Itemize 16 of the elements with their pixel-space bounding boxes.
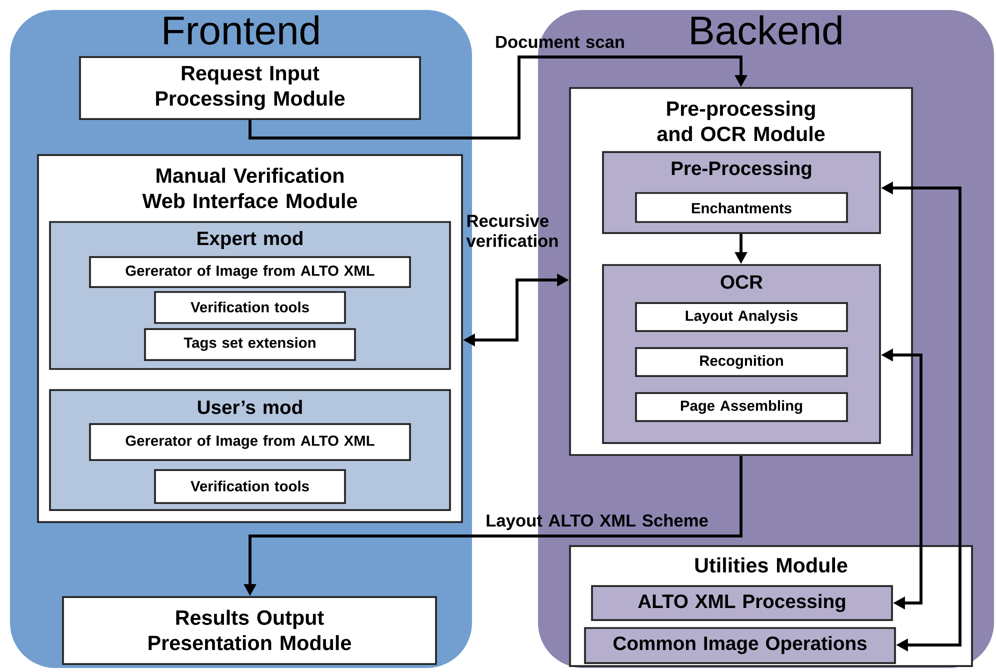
component-box: Common Image Operations [584, 627, 896, 664]
component-box: Gererator of Image from ALTO XML [89, 256, 411, 288]
module-box: Results Output Presentation Module [62, 596, 437, 665]
component-box: Verification tools [154, 469, 346, 504]
arrow [248, 56, 748, 140]
edge-label: Document scan [496, 36, 624, 48]
edge-label: Layout ALTO XML Scheme [486, 514, 708, 530]
component-box: Layout Analysis [635, 302, 848, 332]
component-box: Page Assembling [635, 392, 848, 422]
component-box: ALTO XML Processing [591, 585, 893, 621]
component-box: Gererator of Image from ALTO XML [89, 423, 411, 461]
module-box: Request Input Processing Module [79, 56, 421, 120]
component-box: Enchantments [635, 192, 848, 223]
component-box: Recognition [635, 347, 848, 377]
component-box: Verification tools [154, 291, 346, 324]
component-box: Tags set extension [144, 328, 356, 361]
